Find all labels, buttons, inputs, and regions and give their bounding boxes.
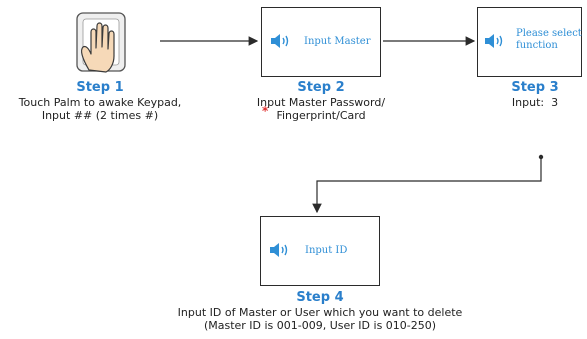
step-4-caption-line1: Input ID of Master or User which you wan… [177,306,463,319]
speaker-icon [271,34,289,48]
step-3-title: Step 3 [511,80,559,95]
step-3-caption: Input: 3 [511,96,559,109]
step-2-caption-line1: Input Master Password/ [256,96,386,109]
step-1-caption: Touch Palm to awake Keypad, Input ## (2 … [0,96,200,122]
step-4-caption: Input ID of Master or User which you wan… [120,306,520,332]
step-4-screen: Input ID [260,216,380,286]
required-asterisk: * [262,104,269,118]
step-1-caption-line2: Input ## (2 times #) [41,109,159,122]
hand-palm-icon [76,12,126,73]
step-3-screen-text-line1: Please select [516,28,582,39]
palm-touch-graphic [72,10,130,76]
arrow-step3-step4 [312,157,542,214]
step-4-screen-text: Input ID [305,245,348,256]
step-2-screen: Input Master [261,7,381,77]
step-1-caption-line1: Touch Palm to awake Keypad, [18,96,182,109]
step-1-title: Step 1 [76,80,124,95]
speaker-icon [270,243,288,257]
step-2-screen-text: Input Master [304,36,371,47]
step-2-caption-line2: * Fingerprint/Card [236,105,406,123]
step-3-screen-text-line2: function [516,40,558,51]
step-2-caption-line2-text: Fingerprint/Card [276,109,366,122]
connector-dot [538,154,544,160]
step-2-title: Step 2 [297,80,345,95]
step-3-screen: Please select function [477,7,582,77]
step-4-caption-line2: (Master ID is 001-009, User ID is 010-25… [203,319,437,332]
step-4-title: Step 4 [296,290,344,305]
step-2-caption: Input Master Password/ * Fingerprint/Car… [236,96,406,122]
speaker-icon [485,34,503,48]
